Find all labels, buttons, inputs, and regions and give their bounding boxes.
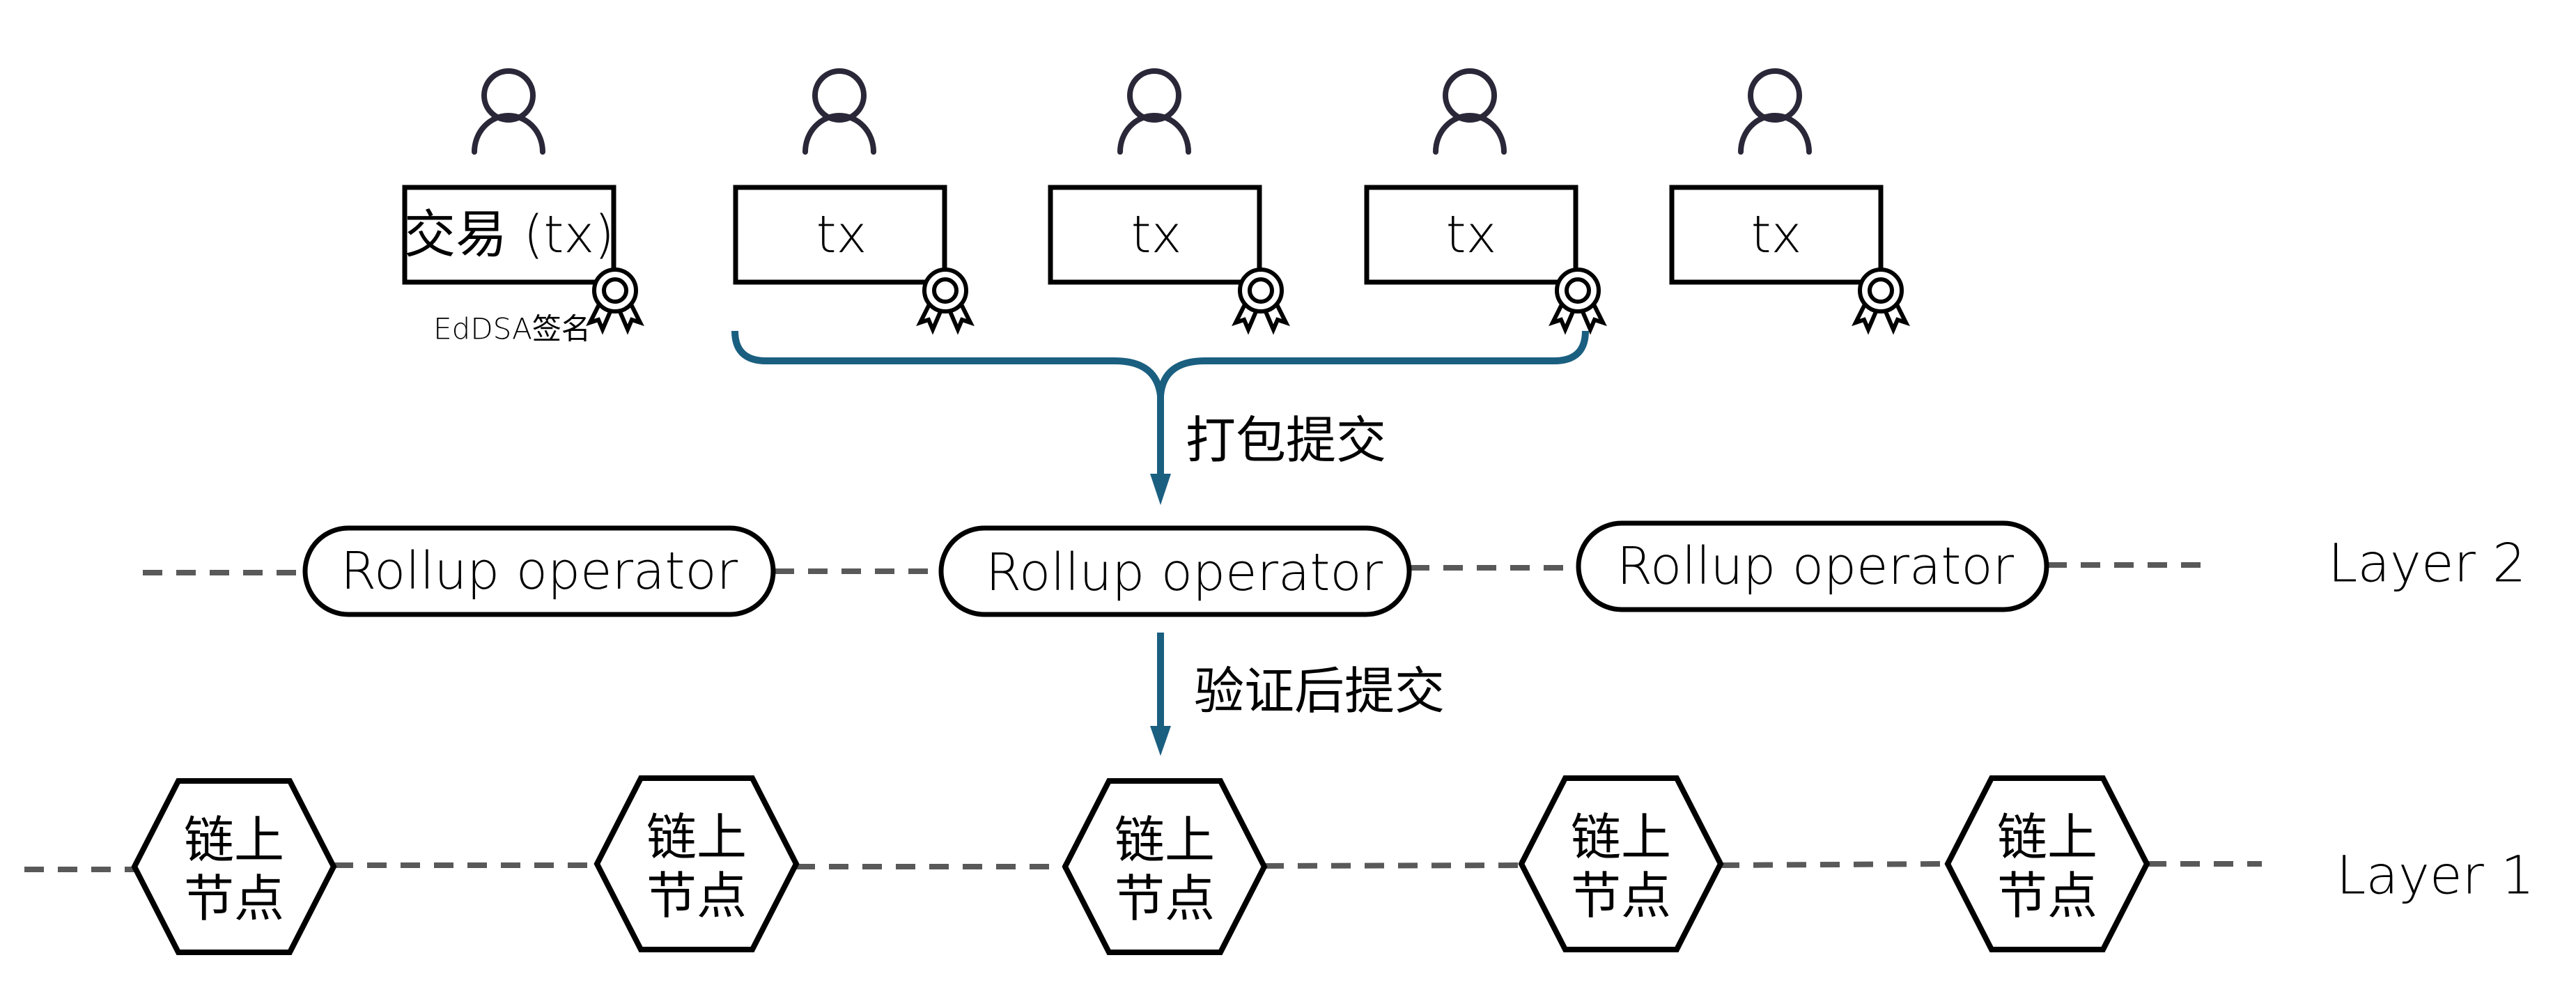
rollup-operator-label: Rollup operator [1617,536,2015,596]
transaction-box: tx [1669,185,1910,335]
chain-node-label-line2: 节点 [1997,867,2097,925]
layer1-label: Layer 1 [2336,844,2534,906]
verify-arrow [1150,633,1171,756]
layer2-label: Layer 2 [2328,532,2526,594]
bundle-brace-arrow [731,330,1589,505]
chain-node-label-line2: 节点 [1571,867,1671,925]
rollup-operator: Rollup operator [1576,520,2049,612]
transaction-label: tx [1131,205,1182,265]
users-row [472,68,1812,155]
verify-arrow-label: 验证后提交 [1194,662,1445,720]
chain-node: 链上 节点 [1062,778,1268,955]
transaction-box: tx [733,185,975,335]
person-icon [1738,68,1812,155]
rollup-operator: Rollup operator [938,525,1412,617]
award-badge-icon [916,268,975,335]
signature-caption: EdDSA签名 [433,312,591,346]
user-2 [802,68,876,155]
rollup-operator: Rollup operator [302,525,776,617]
chain-node-label-line2: 节点 [1115,869,1215,928]
layer1-line [24,861,2262,872]
chain-node: 链上 节点 [593,775,800,952]
chain-node-label-line2: 节点 [184,869,284,928]
chain-node-label-line1: 链上 [184,811,284,869]
user-1 [472,68,545,155]
user-4 [1433,68,1507,155]
transaction-box: tx [1048,185,1290,335]
chain-node: 链上 节点 [131,778,337,955]
transaction-label: tx [1751,205,1802,265]
award-badge-icon [1549,268,1607,335]
person-icon [472,68,545,155]
rollup-operator-label: Rollup operator [986,543,1383,603]
transactions-row: 交易 (tx) tx tx [402,185,1910,335]
award-badge-icon [586,268,644,335]
person-icon [1433,68,1507,155]
award-badge-icon [1232,268,1290,335]
arrow-down-icon [1150,726,1171,756]
transaction-box: 交易 (tx) [402,185,644,335]
transaction-label: tx [1446,205,1497,265]
user-3 [1117,68,1191,155]
rollup-operator-label: Rollup operator [341,541,738,601]
chain-node-label-line1: 链上 [1997,808,2097,867]
award-badge-icon [1852,268,1910,335]
bundle-arrow-label: 打包提交 [1186,411,1386,470]
chain-node-label-line1: 链上 [1571,808,1671,867]
chain-node-label-line2: 节点 [646,867,747,925]
person-icon [802,68,876,155]
layer2-line [143,562,2212,575]
chain-node: 链上 节点 [1518,775,1724,952]
transaction-box: tx [1364,185,1607,335]
person-icon [1117,68,1191,155]
transaction-label: tx [816,205,867,265]
chain-node-label-line1: 链上 [646,808,747,867]
arrow-down-icon [1150,474,1171,505]
chain-node: 链上 节点 [1944,775,2150,952]
transaction-label: 交易 (tx) [404,205,614,265]
chain-node-label-line1: 链上 [1115,811,1215,869]
user-5 [1738,68,1812,155]
